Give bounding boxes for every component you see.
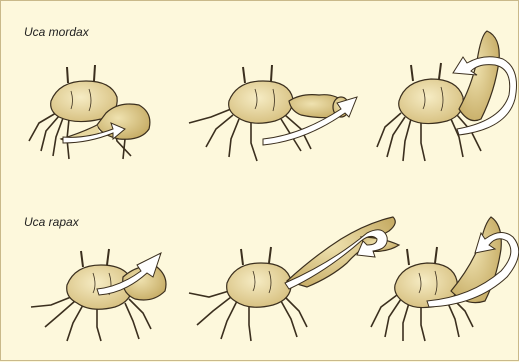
- crab-carapace: [229, 81, 293, 123]
- crab-major-claw: [459, 31, 499, 121]
- uca-mordax-stage-3: [377, 31, 517, 161]
- uca-mordax-stage-1: [29, 65, 150, 159]
- crab-carapace: [399, 79, 463, 124]
- uca-rapax-stage-3: [371, 217, 519, 341]
- uca-mordax-stage-2: [189, 65, 357, 161]
- uca-rapax-stage-2: [189, 217, 399, 341]
- crab-carapace: [227, 263, 292, 307]
- uca-rapax-stage-1: [31, 249, 166, 341]
